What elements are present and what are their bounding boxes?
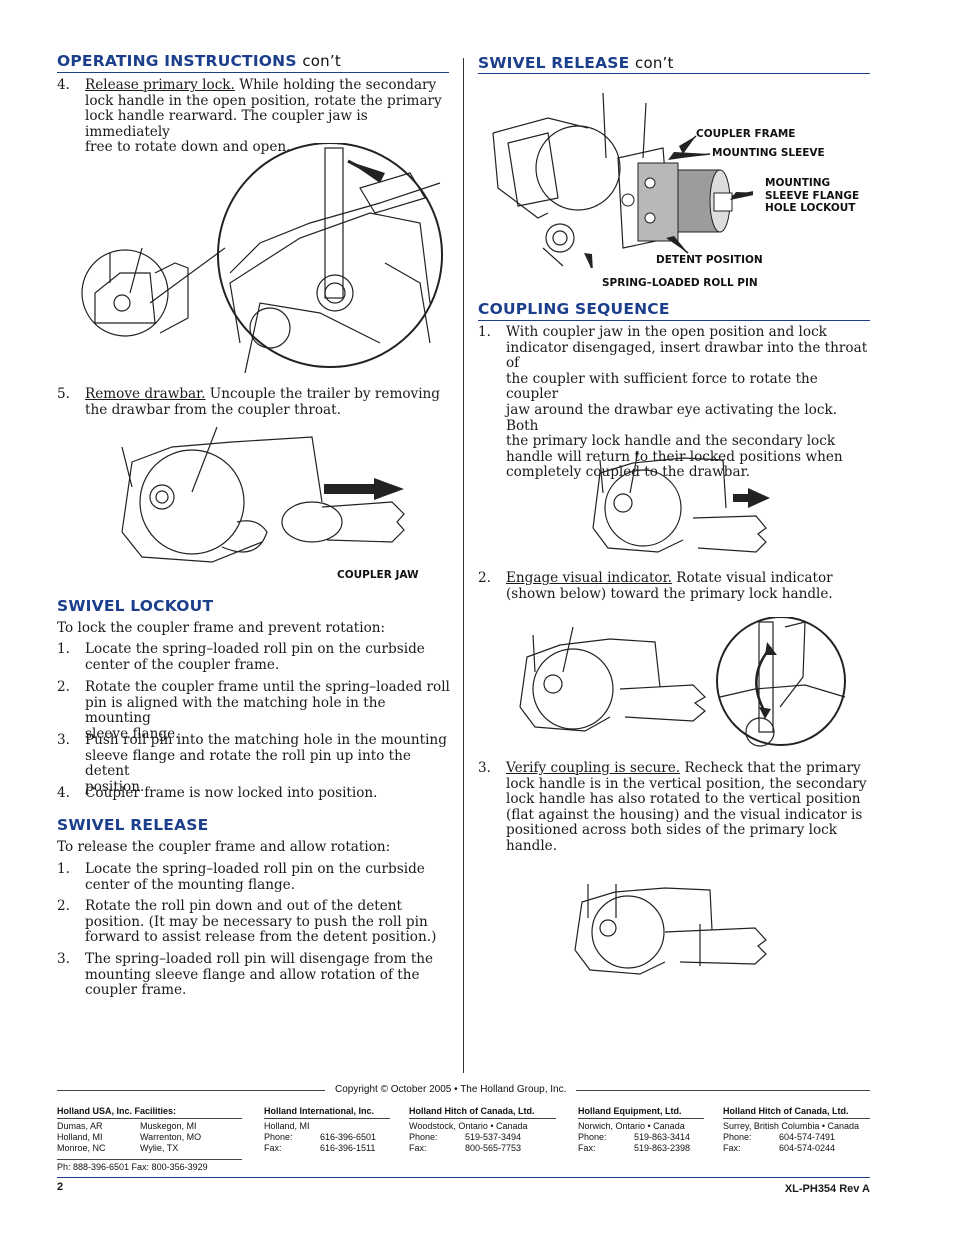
footer-office-4: Holland Hitch of Canada, Ltd. Surrey, Br… [723, 1106, 870, 1157]
heading-rule [478, 320, 870, 321]
usa-phone-fax: Ph: 888-396-6501 Fax: 800-356-3929 [57, 1159, 242, 1173]
mounting-sleeve-label: MOUNTING SLEEVE [712, 147, 825, 159]
step-title: Remove drawbar. [85, 386, 206, 402]
bottom-rule [57, 1177, 870, 1178]
step-title: Verify coupling is secure. [506, 760, 681, 776]
swivel-detail-illustration [492, 92, 753, 268]
roll-pin-label: SPRING–LOADED ROLL PIN [602, 277, 758, 289]
step-title: Release primary lock. [85, 77, 235, 93]
swivel-release-heading: SWIVEL RELEASE [57, 816, 209, 834]
remove-drawbar-illustration [121, 426, 405, 563]
swivel-release-intro: To release the coupler frame and allow r… [57, 839, 391, 855]
footer-office-1: Holland International, Inc. Holland, MI … [264, 1106, 390, 1157]
heading-suffix: con’t [302, 52, 341, 70]
swivel-release-cont-heading: SWIVEL RELEASE con’t [478, 54, 674, 72]
coupling-sequence-heading: COUPLING SEQUENCE [478, 300, 670, 318]
step-title: Engage visual indicator. [506, 570, 672, 586]
swivel-lockout-heading: SWIVEL LOCKOUT [57, 597, 214, 615]
swivel-lockout-intro: To lock the coupler frame and prevent ro… [57, 620, 386, 636]
operating-instructions-heading: OPERATING INSTRUCTIONS con’t [57, 52, 341, 70]
footer-usa: Holland USA, Inc. Facilities: Dumas, AR … [57, 1106, 242, 1173]
doc-id: XL-PH354 Rev A [784, 1183, 870, 1195]
footer-office-3: Holland Equipment, Ltd. Norwich, Ontario… [578, 1106, 704, 1157]
column-divider [463, 58, 464, 1073]
coupler-frame-label: COUPLER FRAME [696, 128, 796, 140]
detent-position-label: DETENT POSITION [656, 254, 763, 266]
page-number: 2 [57, 1181, 64, 1193]
visual-indicator-illustration [519, 617, 846, 747]
insert-drawbar-illustration [592, 450, 770, 553]
coupler-jaw-label: COUPLER JAW [337, 569, 419, 581]
footer-office-2: Holland Hitch of Canada, Ltd. Woodstock,… [409, 1106, 556, 1157]
release-primary-lock-illustration [81, 143, 443, 374]
heading-rule [57, 72, 449, 73]
usa-title: Holland USA, Inc. Facilities: [57, 1106, 242, 1119]
copyright: Copyright © October 2005 • The Holland G… [325, 1084, 577, 1095]
heading-suffix: con’t [635, 54, 674, 72]
heading-rule [478, 73, 870, 74]
coupled-illustration [574, 884, 767, 975]
flange-lockout-label: MOUNTING SLEEVE FLANGE HOLE LOCKOUT [765, 177, 860, 214]
